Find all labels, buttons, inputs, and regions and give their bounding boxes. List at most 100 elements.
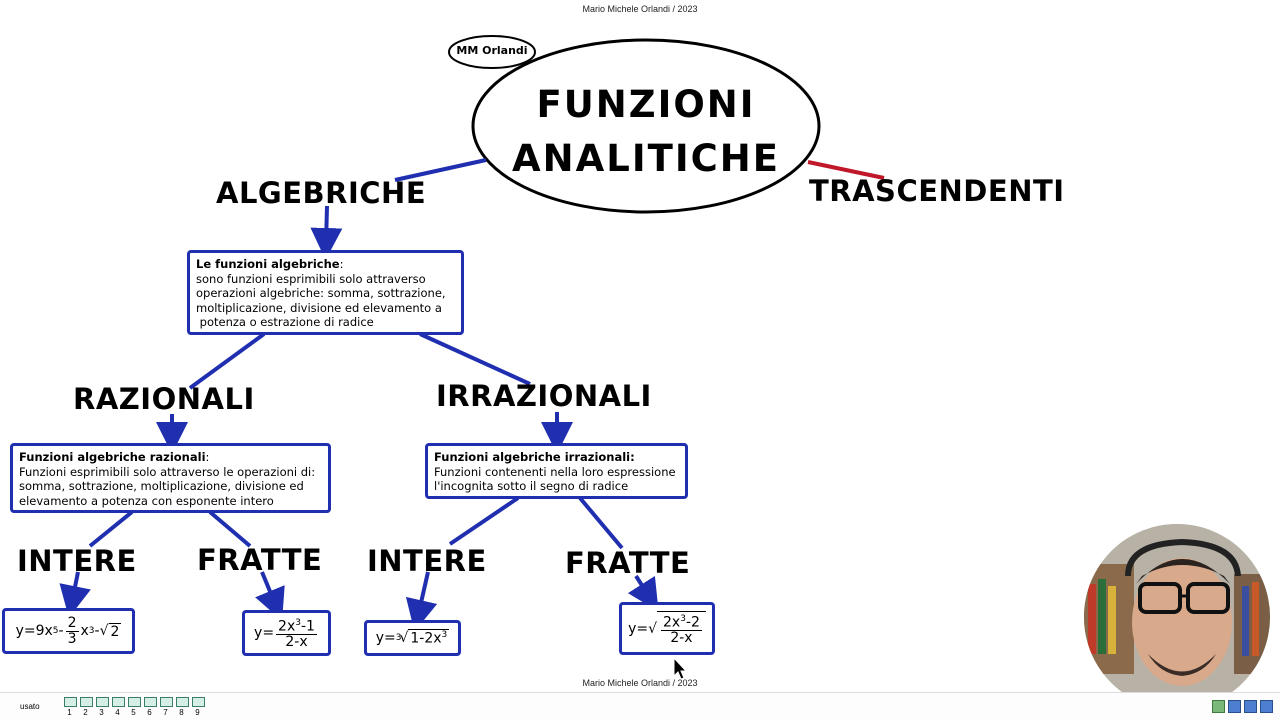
box-line: Funzioni contenenti nella loro espressio… xyxy=(434,464,676,479)
box-line: moltiplicazione, divisione ed elevamento… xyxy=(196,300,442,315)
slide-thumbnail[interactable] xyxy=(160,697,173,707)
formula-exponent: 3 xyxy=(88,626,95,636)
slide-thumbnail[interactable] xyxy=(192,697,205,707)
formula-fraction: 2x3-1 2-x xyxy=(276,616,317,651)
box-line: operazioni algebriche: somma, sottrazion… xyxy=(196,286,446,300)
formula-text: 2x xyxy=(663,614,681,631)
slide-thumbnail[interactable] xyxy=(112,697,125,707)
box-line: sono funzioni esprimibili solo attravers… xyxy=(196,271,426,286)
connector-algebriche xyxy=(394,158,487,182)
connector-razionali xyxy=(188,332,266,390)
box-line: somma, sottrazione, moltiplicazione, div… xyxy=(19,479,304,493)
formula-exponent: 3 xyxy=(295,617,301,628)
heading-razionali: RAZIONALI xyxy=(73,382,255,416)
connector-fratte-left xyxy=(208,510,252,548)
formula-sqrt: √2 xyxy=(99,622,122,640)
connector-irrazionali xyxy=(419,332,531,386)
heading-fratte-right: FRATTE xyxy=(565,546,691,580)
heading-intere-left: INTERE xyxy=(17,544,137,578)
heading-irrazionali: IRRAZIONALI xyxy=(436,379,652,413)
fraction-denominator: 2-x xyxy=(670,630,693,647)
formula-text: y= xyxy=(375,630,396,646)
radicand: 1-2x3 xyxy=(408,629,450,647)
box-line: potenza o estrazione di radice xyxy=(196,315,374,329)
concept-map-connectors xyxy=(59,35,885,680)
zoom-icon[interactable] xyxy=(1212,700,1225,713)
box-title: Funzioni algebriche razionali xyxy=(19,450,206,464)
formula-intere-irrazionali: y= 3 √1-2x3 xyxy=(364,620,461,656)
author-tag: MM Orlandi xyxy=(456,44,528,57)
definition-box-irrazionali: Funzioni algebriche irrazionali: Funzion… xyxy=(425,443,688,499)
author-credit-top: Mario Michele Orlandi / 2023 xyxy=(582,4,698,14)
radicand: 2 xyxy=(108,622,122,640)
slide-thumbnail[interactable] xyxy=(176,697,189,707)
arrow-formula-3 xyxy=(405,571,438,632)
formula-text: 2x xyxy=(278,618,296,635)
connector-intere-right xyxy=(448,496,520,546)
connector-intere-left xyxy=(88,510,134,548)
connector-trascendenti xyxy=(807,160,885,180)
formula-text: x xyxy=(80,623,89,639)
slide-number[interactable]: 2 xyxy=(83,708,88,717)
arrow-formula-1 xyxy=(59,571,91,618)
next-slide-button[interactable] xyxy=(1260,700,1273,713)
formula-text: y= xyxy=(628,620,649,637)
fraction-numerator: 2 xyxy=(65,614,79,632)
formula-text: - xyxy=(94,623,100,639)
arrow-formula-2 xyxy=(255,571,285,621)
status-label: usato xyxy=(20,702,40,711)
connector-fratte-right xyxy=(578,496,624,550)
title-line-2: ANALITICHE xyxy=(512,137,780,180)
page-title: FUNZIONI ANALITICHE xyxy=(480,78,812,186)
slide-number[interactable]: 8 xyxy=(179,708,184,717)
title-line-1: FUNZIONI xyxy=(536,83,756,126)
heading-intere-right: INTERE xyxy=(367,544,487,578)
slide-number[interactable]: 1 xyxy=(67,708,72,717)
slide-thumbnail[interactable] xyxy=(128,697,141,707)
box-title: Le funzioni algebriche xyxy=(196,257,340,271)
formula-sqrt: √ 2x3-2 2-x xyxy=(648,610,706,647)
slide-thumbnail[interactable] xyxy=(80,697,93,707)
fraction-numerator: 2x3-2 xyxy=(661,612,702,632)
tag-ellipse xyxy=(448,35,536,69)
box-line: Funzioni esprimibili solo attraverso le … xyxy=(19,464,316,479)
previous-slide-button[interactable] xyxy=(1228,700,1241,713)
formula-text: - xyxy=(58,623,64,639)
slide-number[interactable]: 9 xyxy=(195,708,200,717)
slide-number[interactable]: 3 xyxy=(99,708,104,717)
slide-thumbnail[interactable] xyxy=(64,697,77,707)
formula-cube-root: √1-2x3 xyxy=(399,629,450,647)
definition-box-razionali: Funzioni algebriche razionali: Funzioni … xyxy=(10,443,331,513)
formula-text: -1 xyxy=(300,618,315,635)
arrow-formula-4 xyxy=(627,574,659,612)
slide-number[interactable]: 5 xyxy=(131,708,136,717)
formula-text: y= xyxy=(254,625,275,641)
formula-fraction: 2x3-2 2-x xyxy=(661,612,702,647)
stop-button[interactable] xyxy=(1244,700,1257,713)
fraction-denominator: 3 xyxy=(67,630,77,647)
author-credit-bottom: Mario Michele Orlandi / 2023 xyxy=(582,678,698,688)
slide-number[interactable]: 4 xyxy=(115,708,120,717)
webcam-overlay xyxy=(1084,524,1270,710)
slide-number[interactable]: 6 xyxy=(147,708,152,717)
box-line: l'incognita sotto il segno di radice xyxy=(434,479,629,493)
slide-thumbnail[interactable] xyxy=(144,697,157,707)
arrow-algebriche-box xyxy=(310,205,343,260)
formula-exponent: 3 xyxy=(680,613,686,624)
slide-thumbnail[interactable] xyxy=(96,697,109,707)
slide-number[interactable]: 7 xyxy=(163,708,168,717)
heading-fratte-left: FRATTE xyxy=(197,543,323,577)
fraction-denominator: 2-x xyxy=(285,634,308,651)
box-title: Funzioni algebriche irrazionali: xyxy=(434,450,635,464)
root-index: 3 xyxy=(395,633,402,643)
presentation-status-bar xyxy=(0,692,1280,721)
presenter-video-frame xyxy=(1084,524,1270,710)
mouse-cursor-icon xyxy=(673,656,688,680)
title-ellipse xyxy=(471,38,821,214)
formula-exponent: 5 xyxy=(52,626,59,636)
heading-algebriche: ALGEBRICHE xyxy=(216,176,427,210)
formula-exponent: 3 xyxy=(441,630,448,641)
definition-box-algebriche: Le funzioni algebriche: sono funzioni es… xyxy=(187,250,464,335)
formula-text: 9x xyxy=(35,623,53,639)
